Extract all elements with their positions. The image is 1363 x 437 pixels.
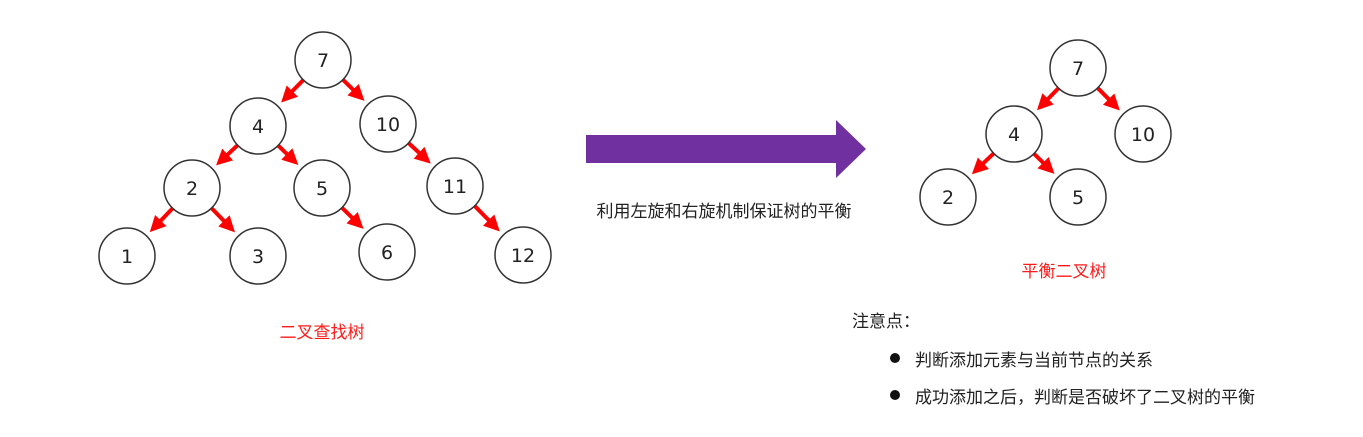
- right-tree-caption: 平衡二叉树: [1021, 262, 1107, 282]
- bullet-icon: [890, 390, 900, 400]
- bst-edge: [473, 204, 500, 232]
- bst-node-label: 11: [443, 176, 467, 198]
- bst-edge: [149, 206, 175, 233]
- bst-node-label: 12: [511, 245, 535, 267]
- avl-node-label: 2: [942, 187, 954, 209]
- note-item: 判断添加元素与当前节点的关系: [915, 351, 1153, 371]
- bst-node: [229, 227, 287, 285]
- avl-edge: [1036, 86, 1060, 111]
- avl-node: [985, 105, 1043, 163]
- bst-edge: [216, 143, 239, 166]
- bst-edge: [276, 144, 299, 166]
- note-item: 成功添加之后，判断是否破坏了二叉树的平衡: [915, 388, 1255, 408]
- avl-node-label: 4: [1008, 124, 1020, 146]
- bst-node: [494, 226, 552, 284]
- avl-edge: [971, 151, 996, 175]
- bst-node: [293, 159, 351, 217]
- bst-node-label: 5: [316, 178, 328, 200]
- avl-node: [1114, 105, 1172, 163]
- avl-edge: [1032, 152, 1055, 174]
- bst-node-label: 2: [186, 178, 198, 200]
- bst-node: [229, 97, 287, 155]
- avl-node-label: 10: [1131, 124, 1155, 146]
- bst-node: [359, 95, 417, 153]
- balanced-binary-tree: 7 4 10 2 5: [919, 39, 1172, 226]
- avl-node-label: 5: [1072, 187, 1084, 209]
- bst-edge: [281, 78, 305, 103]
- avl-node: [1049, 39, 1107, 97]
- bst-node: [98, 227, 156, 285]
- left-tree-caption: 二叉查找树: [279, 323, 365, 343]
- avl-node: [919, 168, 977, 226]
- bst-edge: [407, 141, 431, 164]
- bst-node-label: 10: [376, 114, 400, 136]
- avl-node: [1049, 168, 1107, 226]
- avl-node-label: 7: [1072, 58, 1084, 80]
- bst-node-label: 4: [252, 116, 264, 138]
- bst-edge: [340, 206, 364, 229]
- avl-edge: [1096, 86, 1120, 111]
- bst-node-label: 1: [121, 246, 133, 268]
- bst-node: [358, 223, 416, 281]
- bullet-icon: [890, 353, 900, 363]
- bst-node-label: 3: [252, 246, 264, 268]
- bst-node-label: 6: [381, 242, 393, 264]
- transform-label: 利用左旋和右旋机制保证树的平衡: [596, 202, 852, 222]
- bst-node: [426, 157, 484, 215]
- bst-node: [294, 31, 352, 89]
- notes-title: 注意点：: [852, 312, 920, 332]
- right-arrow-icon: [586, 120, 866, 178]
- bst-node: [163, 159, 221, 217]
- bst-edge: [210, 206, 236, 233]
- bst-edge: [341, 78, 365, 101]
- bst-node-label: 7: [317, 50, 329, 72]
